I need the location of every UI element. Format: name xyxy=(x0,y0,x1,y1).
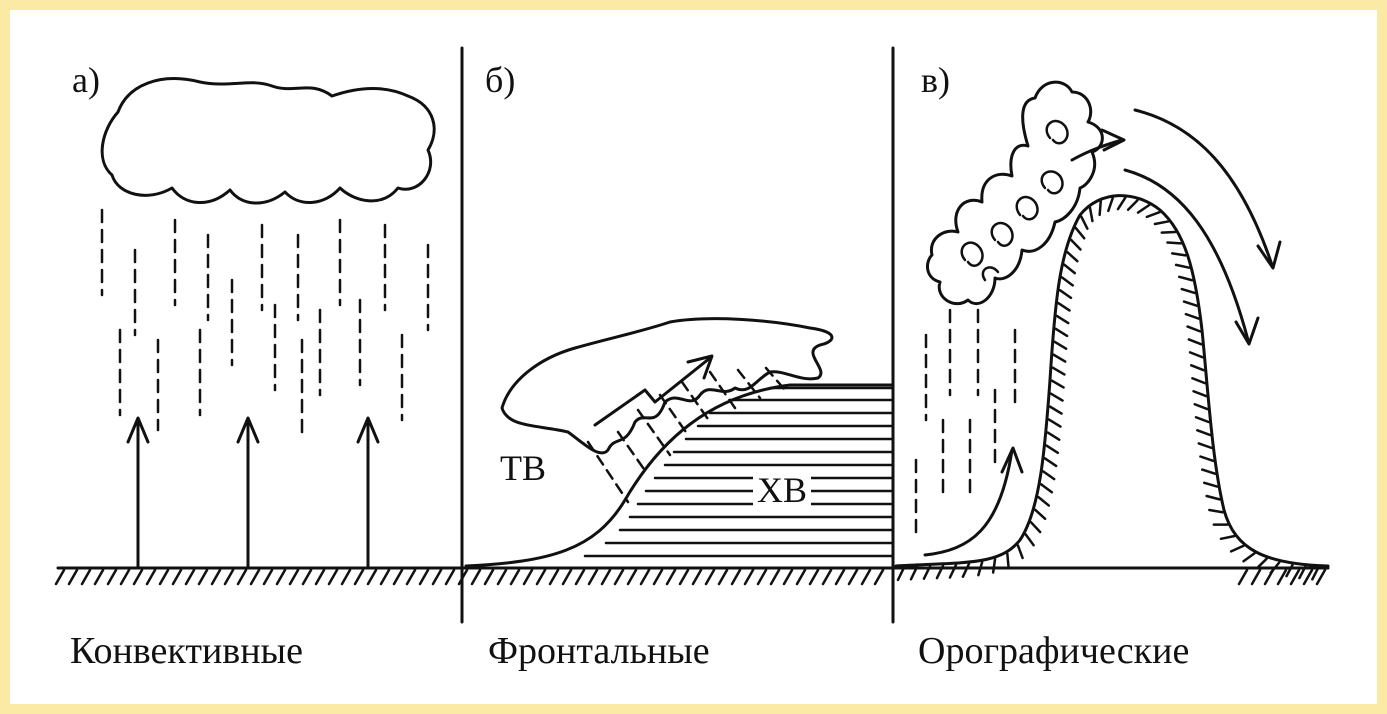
warm-air-label: ТВ xyxy=(496,450,550,486)
warm-air-ascent-arrow xyxy=(595,358,710,425)
orographic-flow-arrow-top xyxy=(1072,140,1122,160)
ground-hatching xyxy=(56,570,1325,584)
orographic-downslope-arrow-1 xyxy=(1135,110,1272,265)
orographic-upslope-arrow xyxy=(925,450,1012,555)
figure-frame: а) б) в) ТВ ХВ Конвективные Фронтальные … xyxy=(10,10,1377,704)
convective-rain xyxy=(102,210,428,440)
updraft-arrows xyxy=(128,418,378,566)
panel-a-letter: а) xyxy=(72,62,100,98)
precipitation-types-diagram xyxy=(10,10,1377,704)
panel-a-caption: Конвективные xyxy=(70,632,303,670)
cold-air-label: ХВ xyxy=(753,472,811,508)
panel-c-letter: в) xyxy=(921,62,950,98)
orographic-rain xyxy=(916,310,1015,540)
panel-b-caption: Фронтальные xyxy=(488,632,710,670)
convective-cloud xyxy=(102,79,434,203)
panel-b-letter: б) xyxy=(485,62,515,98)
orographic-cloud xyxy=(927,82,1102,304)
cold-air-hatching xyxy=(585,388,892,556)
panel-c-caption: Орографические xyxy=(918,632,1189,670)
